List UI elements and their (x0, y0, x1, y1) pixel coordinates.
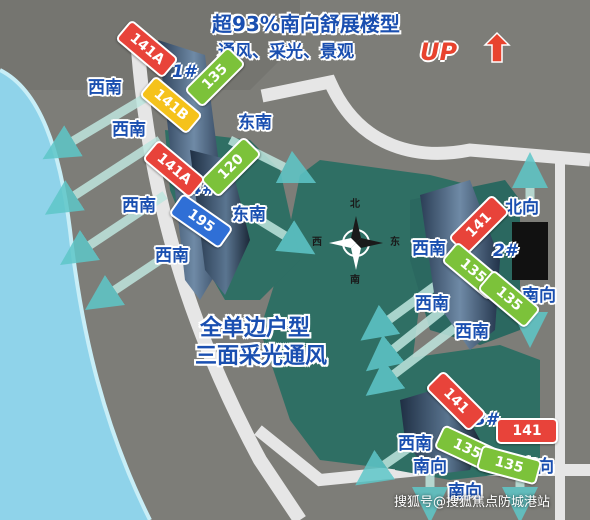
dir-south-2: 南向 (413, 457, 447, 477)
dir-southwest-7: 西南 (455, 322, 489, 342)
up-badge: UP (420, 38, 458, 66)
dir-southwest-1: 西南 (88, 78, 122, 98)
feature-line-2: 三面采光通风 (195, 344, 328, 369)
dir-southeast-2: 东南 (232, 205, 266, 225)
building-1-label: 1# (172, 62, 196, 82)
dir-north: 北向 (505, 198, 539, 218)
dir-southwest-3: 西南 (122, 196, 156, 216)
watermark: 搜狐号@搜狐焦点防城港站 (394, 495, 551, 510)
headline: 超93%南向舒展楼型 (212, 12, 400, 36)
up-arrow-icon (483, 31, 511, 63)
compass-north: 北 (350, 199, 360, 210)
road-loop (260, 74, 590, 167)
feature-line-1: 全单边户型 (200, 316, 311, 341)
river (0, 70, 150, 520)
compass-south: 南 (350, 275, 360, 286)
road-west (131, 49, 306, 520)
dark-block (512, 222, 548, 280)
compass-east: 东 (390, 237, 400, 248)
compass-west: 西 (312, 237, 322, 248)
dir-southwest-5: 西南 (412, 239, 446, 259)
unit-tag-141: 141 (496, 418, 558, 444)
dir-south-4: 南向 (448, 482, 482, 502)
dir-southeast-1: 东南 (238, 113, 272, 133)
dir-southwest-6: 西南 (415, 294, 449, 314)
subheadline: 通风、采光、景观 (218, 42, 354, 62)
building-2-label: 2# (493, 241, 517, 261)
compass-rose (329, 216, 383, 270)
dir-southwest-8: 西南 (398, 434, 432, 454)
dir-southwest-2: 西南 (112, 120, 146, 140)
dir-southwest-4: 西南 (155, 246, 189, 266)
